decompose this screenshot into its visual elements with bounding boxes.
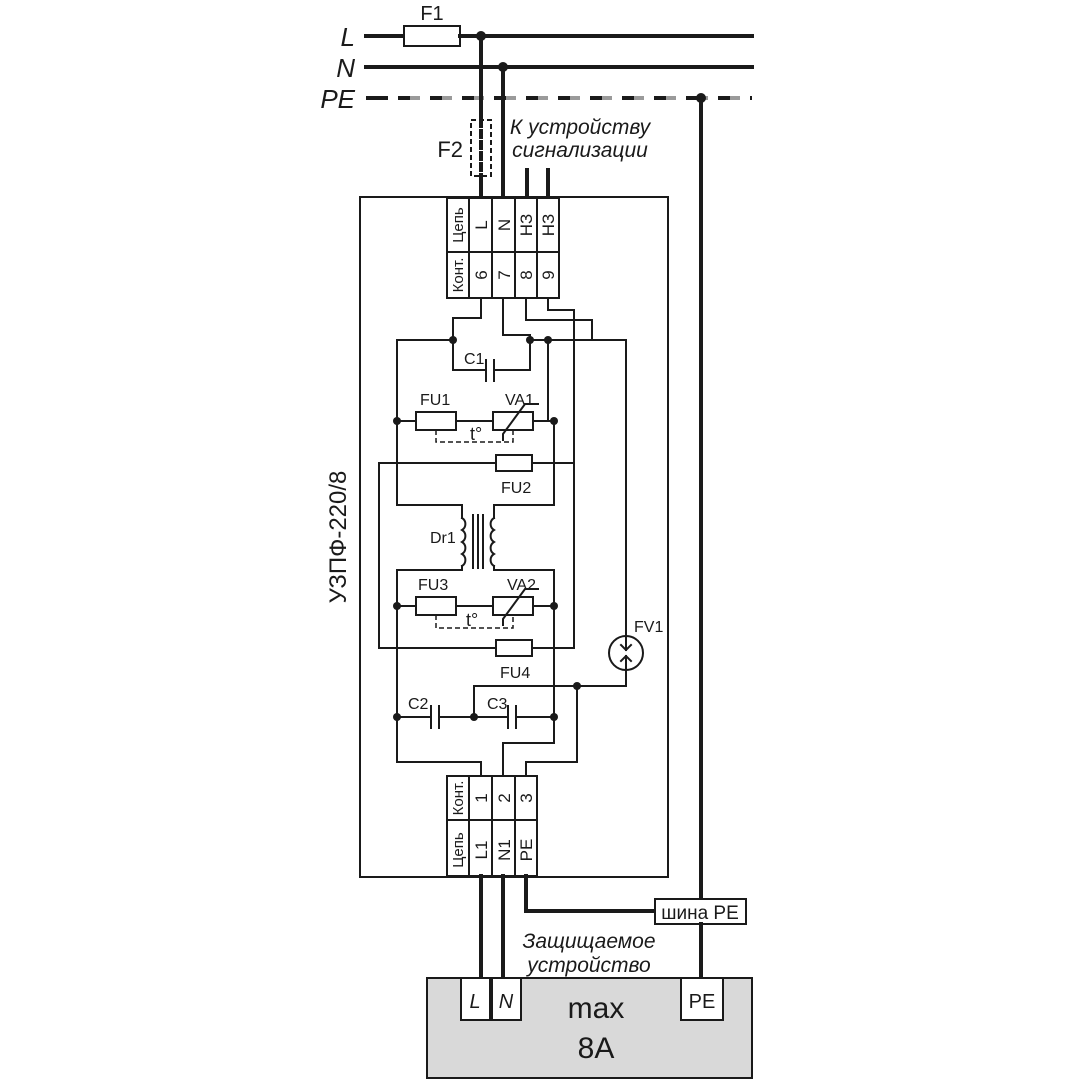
bottom-terminal-block: Конт. Цепь 1 2 3 L1 N1 PE xyxy=(446,775,538,877)
va2-label: VA2 xyxy=(507,577,536,594)
pe-bus-label: шина PE xyxy=(661,903,739,924)
fuse-f2-label: F2 xyxy=(437,137,463,162)
c1-label: C1 xyxy=(464,351,485,368)
alarm-label-line2: сигнализации xyxy=(512,139,648,162)
bottom-circuit-1: L1 xyxy=(472,841,491,860)
thermal-link-2 xyxy=(435,615,514,629)
fu2-label: FU2 xyxy=(501,480,531,497)
top-circuit-1: L xyxy=(472,220,491,229)
protected-device-label-line2: устройство xyxy=(525,954,651,977)
bottom-contact-3: 3 xyxy=(517,793,536,802)
internal-circuit: C1 FU1 VA1 t° FU2 Dr1 xyxy=(378,297,663,777)
dr1-coil-right xyxy=(489,516,496,568)
va1-label: VA1 xyxy=(505,392,534,409)
device-name: УЗПФ-220/8 xyxy=(325,471,352,604)
bottom-contact-2: 2 xyxy=(495,793,514,802)
fuse-f1-label: F1 xyxy=(420,3,443,25)
top-contact-4: 9 xyxy=(539,270,558,279)
top-contact-1: 6 xyxy=(472,270,491,279)
c3-label: C3 xyxy=(487,696,508,713)
top-header-contact: Конт. xyxy=(450,258,467,293)
alarm-label-line1: К устройству xyxy=(510,116,652,139)
fv1-label: FV1 xyxy=(634,619,663,636)
wire-c1-left xyxy=(452,339,487,371)
bus-label-n: N xyxy=(336,53,355,83)
wire-to-pin1 xyxy=(396,761,482,777)
top-circuit-3: НЗ xyxy=(517,214,536,237)
wire-to-pin3 xyxy=(525,685,578,777)
top-terminal-block: Цепь Конт. L N НЗ НЗ 6 7 8 9 xyxy=(446,197,560,299)
protected-device: L N PE max 8A xyxy=(426,977,753,1079)
wire-fu2-left xyxy=(378,462,398,649)
bottom-circuit-3: PE xyxy=(517,839,536,862)
bottom-header-circuit: Цепь xyxy=(450,832,467,868)
dr1-label: Dr1 xyxy=(430,530,456,547)
wire-dr1-in-left xyxy=(432,504,463,519)
varistor-va2-slash xyxy=(502,588,539,626)
bus-label-l: L xyxy=(341,22,355,52)
supply-wires: F2 К устройству сигнализации xyxy=(437,34,703,979)
wire-fu4-right xyxy=(531,462,575,649)
c2-label: C2 xyxy=(408,696,429,713)
wire-pin9 xyxy=(529,297,575,464)
wire-dr1-out-left xyxy=(396,565,463,571)
wire-c1-right xyxy=(493,339,531,371)
wire-dr1-out-right xyxy=(493,565,555,571)
varistor-va1-slash xyxy=(502,403,539,441)
bottom-circuit-2: N1 xyxy=(495,839,514,861)
wire-upper-left xyxy=(396,339,434,506)
fu1-label: FU1 xyxy=(420,392,450,409)
pe-bus-bar xyxy=(654,898,747,925)
bottom-contact-1: 1 xyxy=(472,793,491,802)
wire-dr1-in-right xyxy=(493,504,531,519)
bus-label-pe: PE xyxy=(320,84,355,114)
wire-to-pin2 xyxy=(502,742,555,777)
protected-device-label-line1: Защищаемое xyxy=(522,930,655,953)
wire-pin6 xyxy=(452,297,482,341)
bottom-header-contact: Конт. xyxy=(450,781,467,816)
fuse-f1 xyxy=(403,25,461,47)
wire-fv1-out xyxy=(473,669,627,718)
dr1-coil-left xyxy=(460,516,467,568)
mains-bus: L N PE F1 xyxy=(320,3,754,114)
device-terminal-l xyxy=(460,977,491,1021)
top-contact-3: 8 xyxy=(517,270,536,279)
wire-pe-out xyxy=(524,874,657,913)
thermal-link-1 xyxy=(435,430,514,443)
top-circuit-2: N xyxy=(495,219,514,231)
fu4-label: FU4 xyxy=(500,665,530,682)
top-circuit-4: НЗ xyxy=(539,214,558,237)
top-header-circuit: Цепь xyxy=(450,207,467,243)
fuse-fu2 xyxy=(495,454,533,472)
fuse-fu1 xyxy=(415,411,457,431)
device-terminal-n-label: N xyxy=(499,991,514,1013)
device-rating-line2: 8A xyxy=(578,1032,615,1065)
fu3-label: FU3 xyxy=(418,577,448,594)
fuse-fu4 xyxy=(495,639,533,657)
device-terminal-n xyxy=(491,977,522,1021)
device-terminal-l-label: L xyxy=(469,991,480,1013)
device-rating-line1: max xyxy=(568,992,625,1025)
device-terminal-pe xyxy=(680,977,724,1021)
fuse-fu3 xyxy=(415,596,457,616)
top-contact-2: 7 xyxy=(495,270,514,279)
device-terminal-pe-label: PE xyxy=(689,991,716,1013)
thermal-label-2: t° xyxy=(466,610,478,630)
thermal-label-1: t° xyxy=(470,424,482,444)
wire-pin8 xyxy=(525,297,627,341)
output-wires: шина PE xyxy=(479,874,747,990)
